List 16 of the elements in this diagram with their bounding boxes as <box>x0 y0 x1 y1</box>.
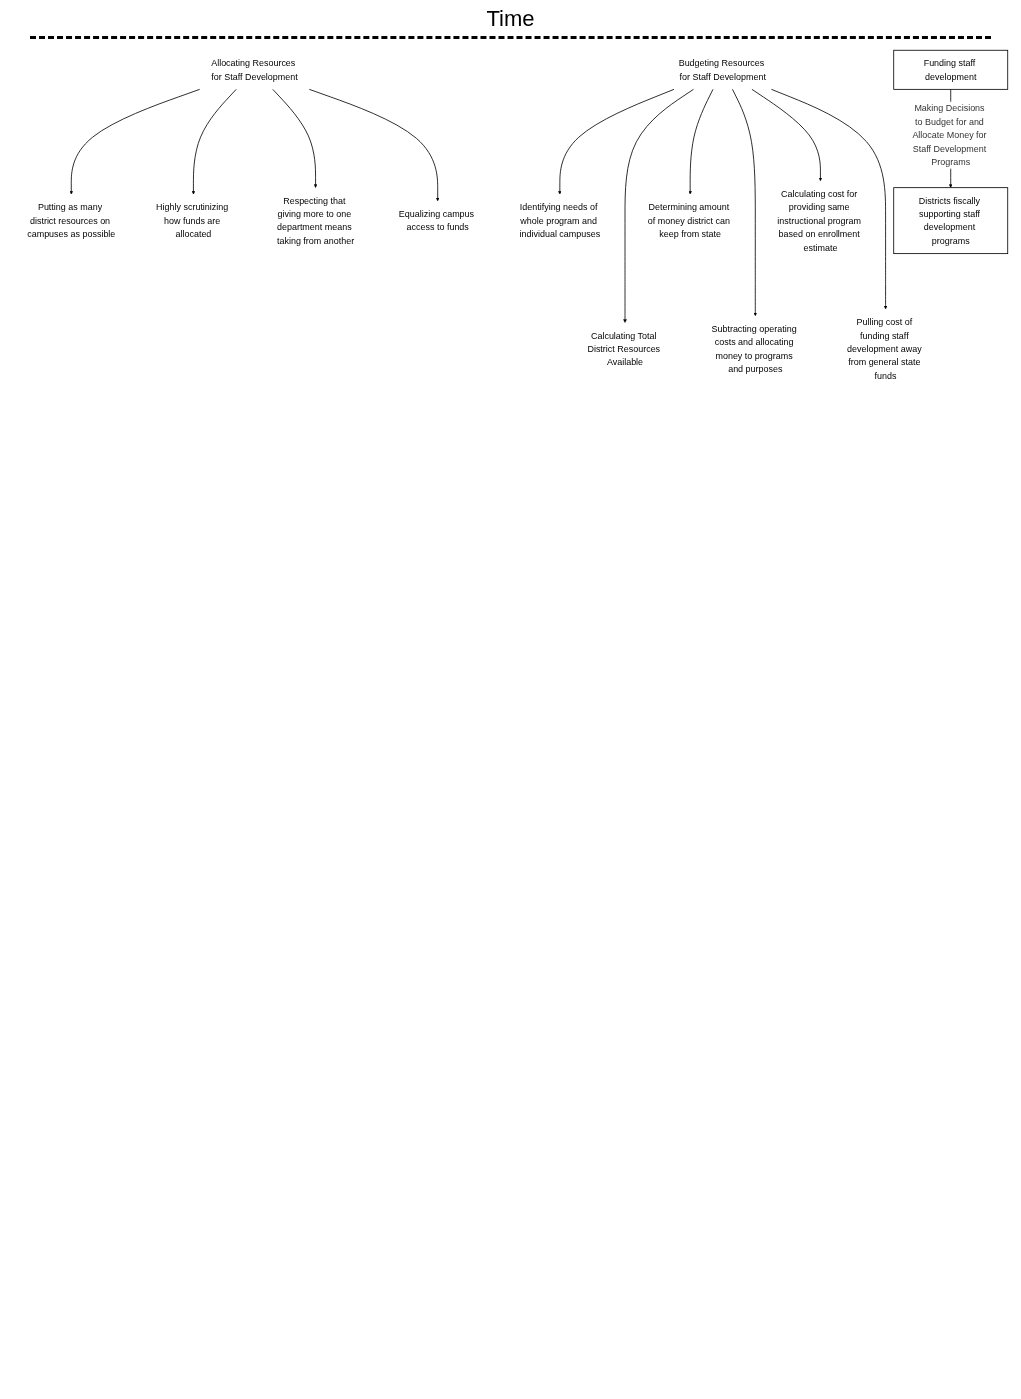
node-text: Budgeting Resources for Staff Development <box>678 57 766 82</box>
edge-label: Making Decisions to Budget for and Allocate Money for Staff Development Programs <box>911 103 987 168</box>
node-text: Calculating cost for providing same instructional program based on enrollment estimate <box>776 188 861 253</box>
node-text: Equalizing campus access to funds <box>398 208 474 233</box>
axis-label: Time <box>486 6 535 32</box>
node-text: Determining amount of money district can keep from state <box>647 202 730 240</box>
node-text: Subtracting operating costs and allocating money to programs and purposes <box>710 323 797 375</box>
node-text: Putting as many district resources on campuses as possible <box>26 202 115 240</box>
node-box: Funding staff development <box>892 49 1008 90</box>
node-text: Respecting that giving more to one department means taking from another <box>276 195 354 246</box>
node-text: Pulling cost of funding staff development away from general state funds <box>846 316 922 381</box>
node-text: Identifying needs of whole program and individual campuses <box>519 202 600 240</box>
node-text: Allocating Resources for Staff Development <box>210 57 298 82</box>
node-text: Calculating Total District Resources Available <box>586 330 660 368</box>
node-box: Districts fiscally supporting staff development programs <box>892 187 1008 255</box>
node-text: Highly scrutinizing how funds are allocated <box>155 202 228 240</box>
